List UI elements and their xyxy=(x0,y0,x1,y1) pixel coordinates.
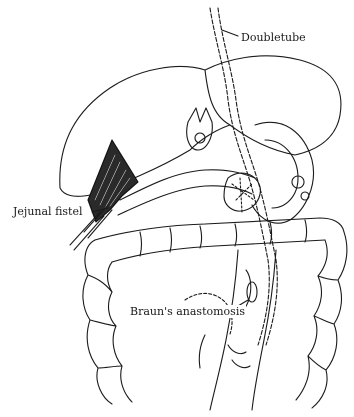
duodenum-inner xyxy=(265,140,298,208)
jejunal-fistel-label: Jejunal fistel xyxy=(12,205,84,218)
efferent-limb-left xyxy=(210,250,238,410)
doubletube-label: Doubletube xyxy=(240,31,307,44)
jejunal-loop-lower xyxy=(118,186,252,215)
doubletube-label-pointer xyxy=(222,30,238,36)
bottom-free-line xyxy=(199,335,205,368)
valve-structure xyxy=(187,108,213,150)
transverse-colon-bottom xyxy=(112,240,325,262)
braun-anastomosis-label: Braun's anastomosis xyxy=(129,305,246,318)
lower-detail xyxy=(228,345,250,368)
descending-colon-outer xyxy=(312,232,347,408)
suture-point-2 xyxy=(301,192,309,200)
efferent-limb-right xyxy=(252,250,276,410)
ascending-colon-inner xyxy=(108,262,133,402)
ascending-colon-haustra xyxy=(88,275,122,368)
liver-lobe-line xyxy=(205,70,230,125)
duodenum xyxy=(252,122,313,223)
braun-anastomosis-opening xyxy=(247,282,257,302)
